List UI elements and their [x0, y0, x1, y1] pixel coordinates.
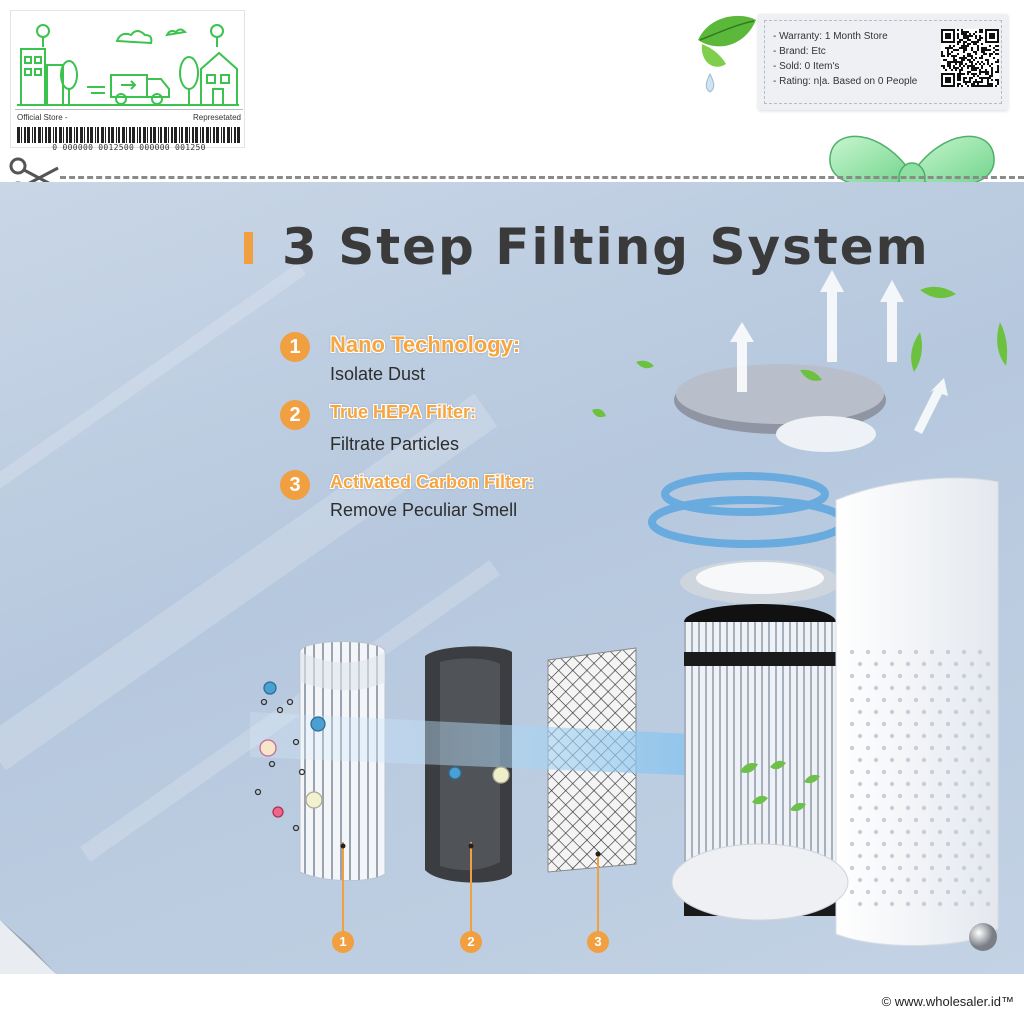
warranty-text: - Warranty: 1 Month Store — [773, 31, 888, 42]
main-panel: 3 Step Filting System 1 Nano Technology:… — [0, 182, 1024, 974]
leaf-droplet-icon — [698, 15, 756, 93]
barcode — [17, 127, 240, 143]
official-store-badge: Official Store - Represetated 0 000000 0… — [10, 10, 245, 152]
nano-filter-layer — [299, 641, 386, 881]
pollutant-particles — [254, 681, 510, 832]
page-title: 3 Step Filting System — [282, 218, 930, 276]
page-peel-icon — [0, 920, 56, 974]
step-description: Filtrate Particles — [330, 434, 460, 454]
fresh-air-arrows — [730, 270, 948, 434]
step-title: Nano Technology: — [330, 332, 521, 357]
brand-text: - Brand: Etc — [773, 46, 826, 57]
purifier-top-cap — [674, 364, 886, 452]
store-label-row: Official Store - Represetated — [15, 109, 243, 125]
step-description: Remove Peculiar Smell — [330, 500, 518, 520]
air-purifier-illustration — [250, 270, 1008, 946]
store-left-label: Official Store - — [17, 113, 68, 122]
step-number-badge: 1 — [280, 332, 310, 362]
sold-text: - Sold: 0 Item's — [773, 61, 840, 72]
metal-button-icon — [969, 923, 997, 951]
label-leader-lines — [342, 842, 599, 932]
title-accent-bar — [244, 232, 253, 264]
filter-label-3: 3 — [587, 931, 609, 953]
step-number-badge: 3 — [280, 470, 310, 500]
info-list: - Warranty: 1 Month Store - Brand: Etc -… — [773, 29, 917, 89]
rating-text: - Rating: n|a. Based on 0 People — [773, 76, 918, 87]
copyright-text: © www.wholesaler.id™ — [881, 994, 1014, 1009]
purifier-housing — [671, 477, 999, 946]
barcode-number: 0 000000 0012500 000000 001250 — [52, 143, 206, 152]
city-delivery-illustration — [17, 24, 239, 106]
fan-blade-layers — [648, 472, 848, 548]
filter-label-2: 2 — [460, 931, 482, 953]
step-title: True HEPA Filter: — [330, 402, 477, 422]
info-card-frame: - Warranty: 1 Month Store - Brand: Etc -… — [764, 20, 1002, 104]
store-right-label: Represetated — [192, 113, 241, 122]
cut-line-divider — [60, 176, 1024, 179]
step-title: Activated Carbon Filter: — [330, 472, 535, 492]
step-number-badge: 2 — [280, 400, 310, 430]
qr-code[interactable] — [941, 29, 999, 87]
product-info-card: - Warranty: 1 Month Store - Brand: Etc -… — [758, 14, 1008, 110]
filter-label-1: 1 — [332, 931, 354, 953]
step-description: Isolate Dust — [330, 364, 426, 384]
floating-leaves — [592, 286, 1008, 418]
